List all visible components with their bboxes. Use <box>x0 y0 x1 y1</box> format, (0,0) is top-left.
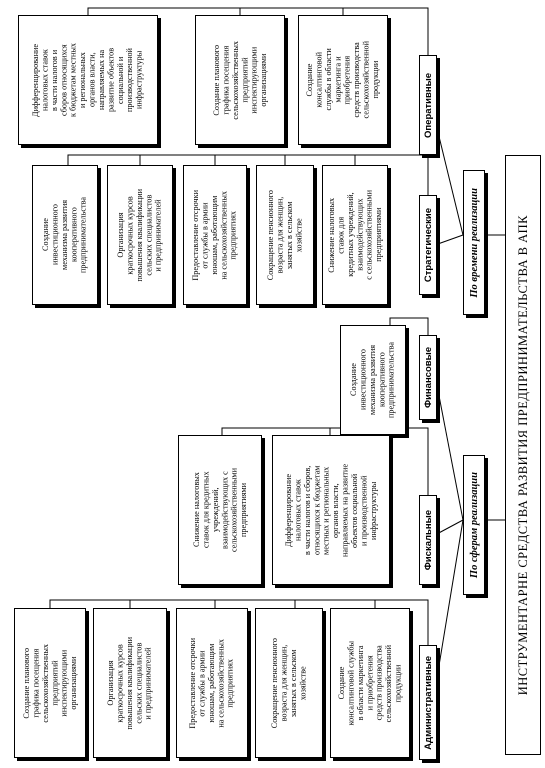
category-strategic-box: Стратегические <box>419 195 437 295</box>
operative-item-tax-differentiation: Дифференцирование налоговых ставок в час… <box>18 15 158 145</box>
category-operative-label: Оперативные <box>422 72 434 138</box>
admin-item-consulting: Создание консалтинговой службы в области… <box>330 608 410 758</box>
admin-item-army-deferral: Предоставление отсрочки от службы в арми… <box>176 608 248 758</box>
strategic-item-credit-tax: Снижение налоговых ставок для кредитных … <box>322 165 388 305</box>
fiscal-item-tax-differentiation: Дифференцирование налоговых ставок в час… <box>272 435 390 585</box>
group-by-sphere-label: По сферам реализации <box>468 471 480 579</box>
operative-item-consulting: Создание консалтинговой службы в области… <box>298 15 388 145</box>
main-title-box: ИНСТРУМЕНТАРНЕ СРЕДСТВА РАЗВИТИЯ ПРЕДПРИ… <box>505 155 541 755</box>
operative-item-inspection-schedule: Создание планового графика посещения сел… <box>195 15 285 145</box>
admin-item-training-courses: Организация краткосрочных курсов повышен… <box>93 608 167 758</box>
main-title: ИНСТРУМЕНТАРНЕ СРЕДСТВА РАЗВИТИЯ ПРЕДПРИ… <box>515 214 530 696</box>
category-financial-box: Финансовые <box>419 335 437 420</box>
category-financial-label: Финансовые <box>422 346 434 409</box>
strategic-item-investment-mechanism: Создание инвестиционного механизма разви… <box>32 165 98 305</box>
financial-item-investment-mechanism: Создание инвестиционного механизма разви… <box>340 325 406 435</box>
category-administrative-box: Административные <box>419 645 437 760</box>
group-by-time-label: По времени реализации <box>468 187 480 298</box>
strategic-item-pension-age: Сокращение пенсионного возраста для женщ… <box>256 165 314 305</box>
category-strategic-label: Стратегические <box>422 207 434 283</box>
strategic-item-training-courses: Организация краткосрочных курсов повышен… <box>107 165 173 305</box>
fiscal-item-credit-tax: Снижение налоговых ставок для кредитных … <box>178 435 262 585</box>
category-operative-box: Оперативные <box>419 55 437 155</box>
group-by-time-box: По времени реализации <box>463 170 485 315</box>
strategic-item-army-deferral: Предоставление отсрочки от службы в арми… <box>183 165 247 305</box>
admin-item-inspection-schedule: Создание планового графика посещения сел… <box>14 608 86 758</box>
category-administrative-label: Административные <box>422 655 434 750</box>
group-by-sphere-box: По сферам реализации <box>463 455 485 595</box>
category-fiscal-label: Фискальные <box>422 509 434 571</box>
admin-item-pension-age: Сокращение пенсионного возраста для женщ… <box>255 608 323 758</box>
category-fiscal-box: Фискальные <box>419 495 437 585</box>
